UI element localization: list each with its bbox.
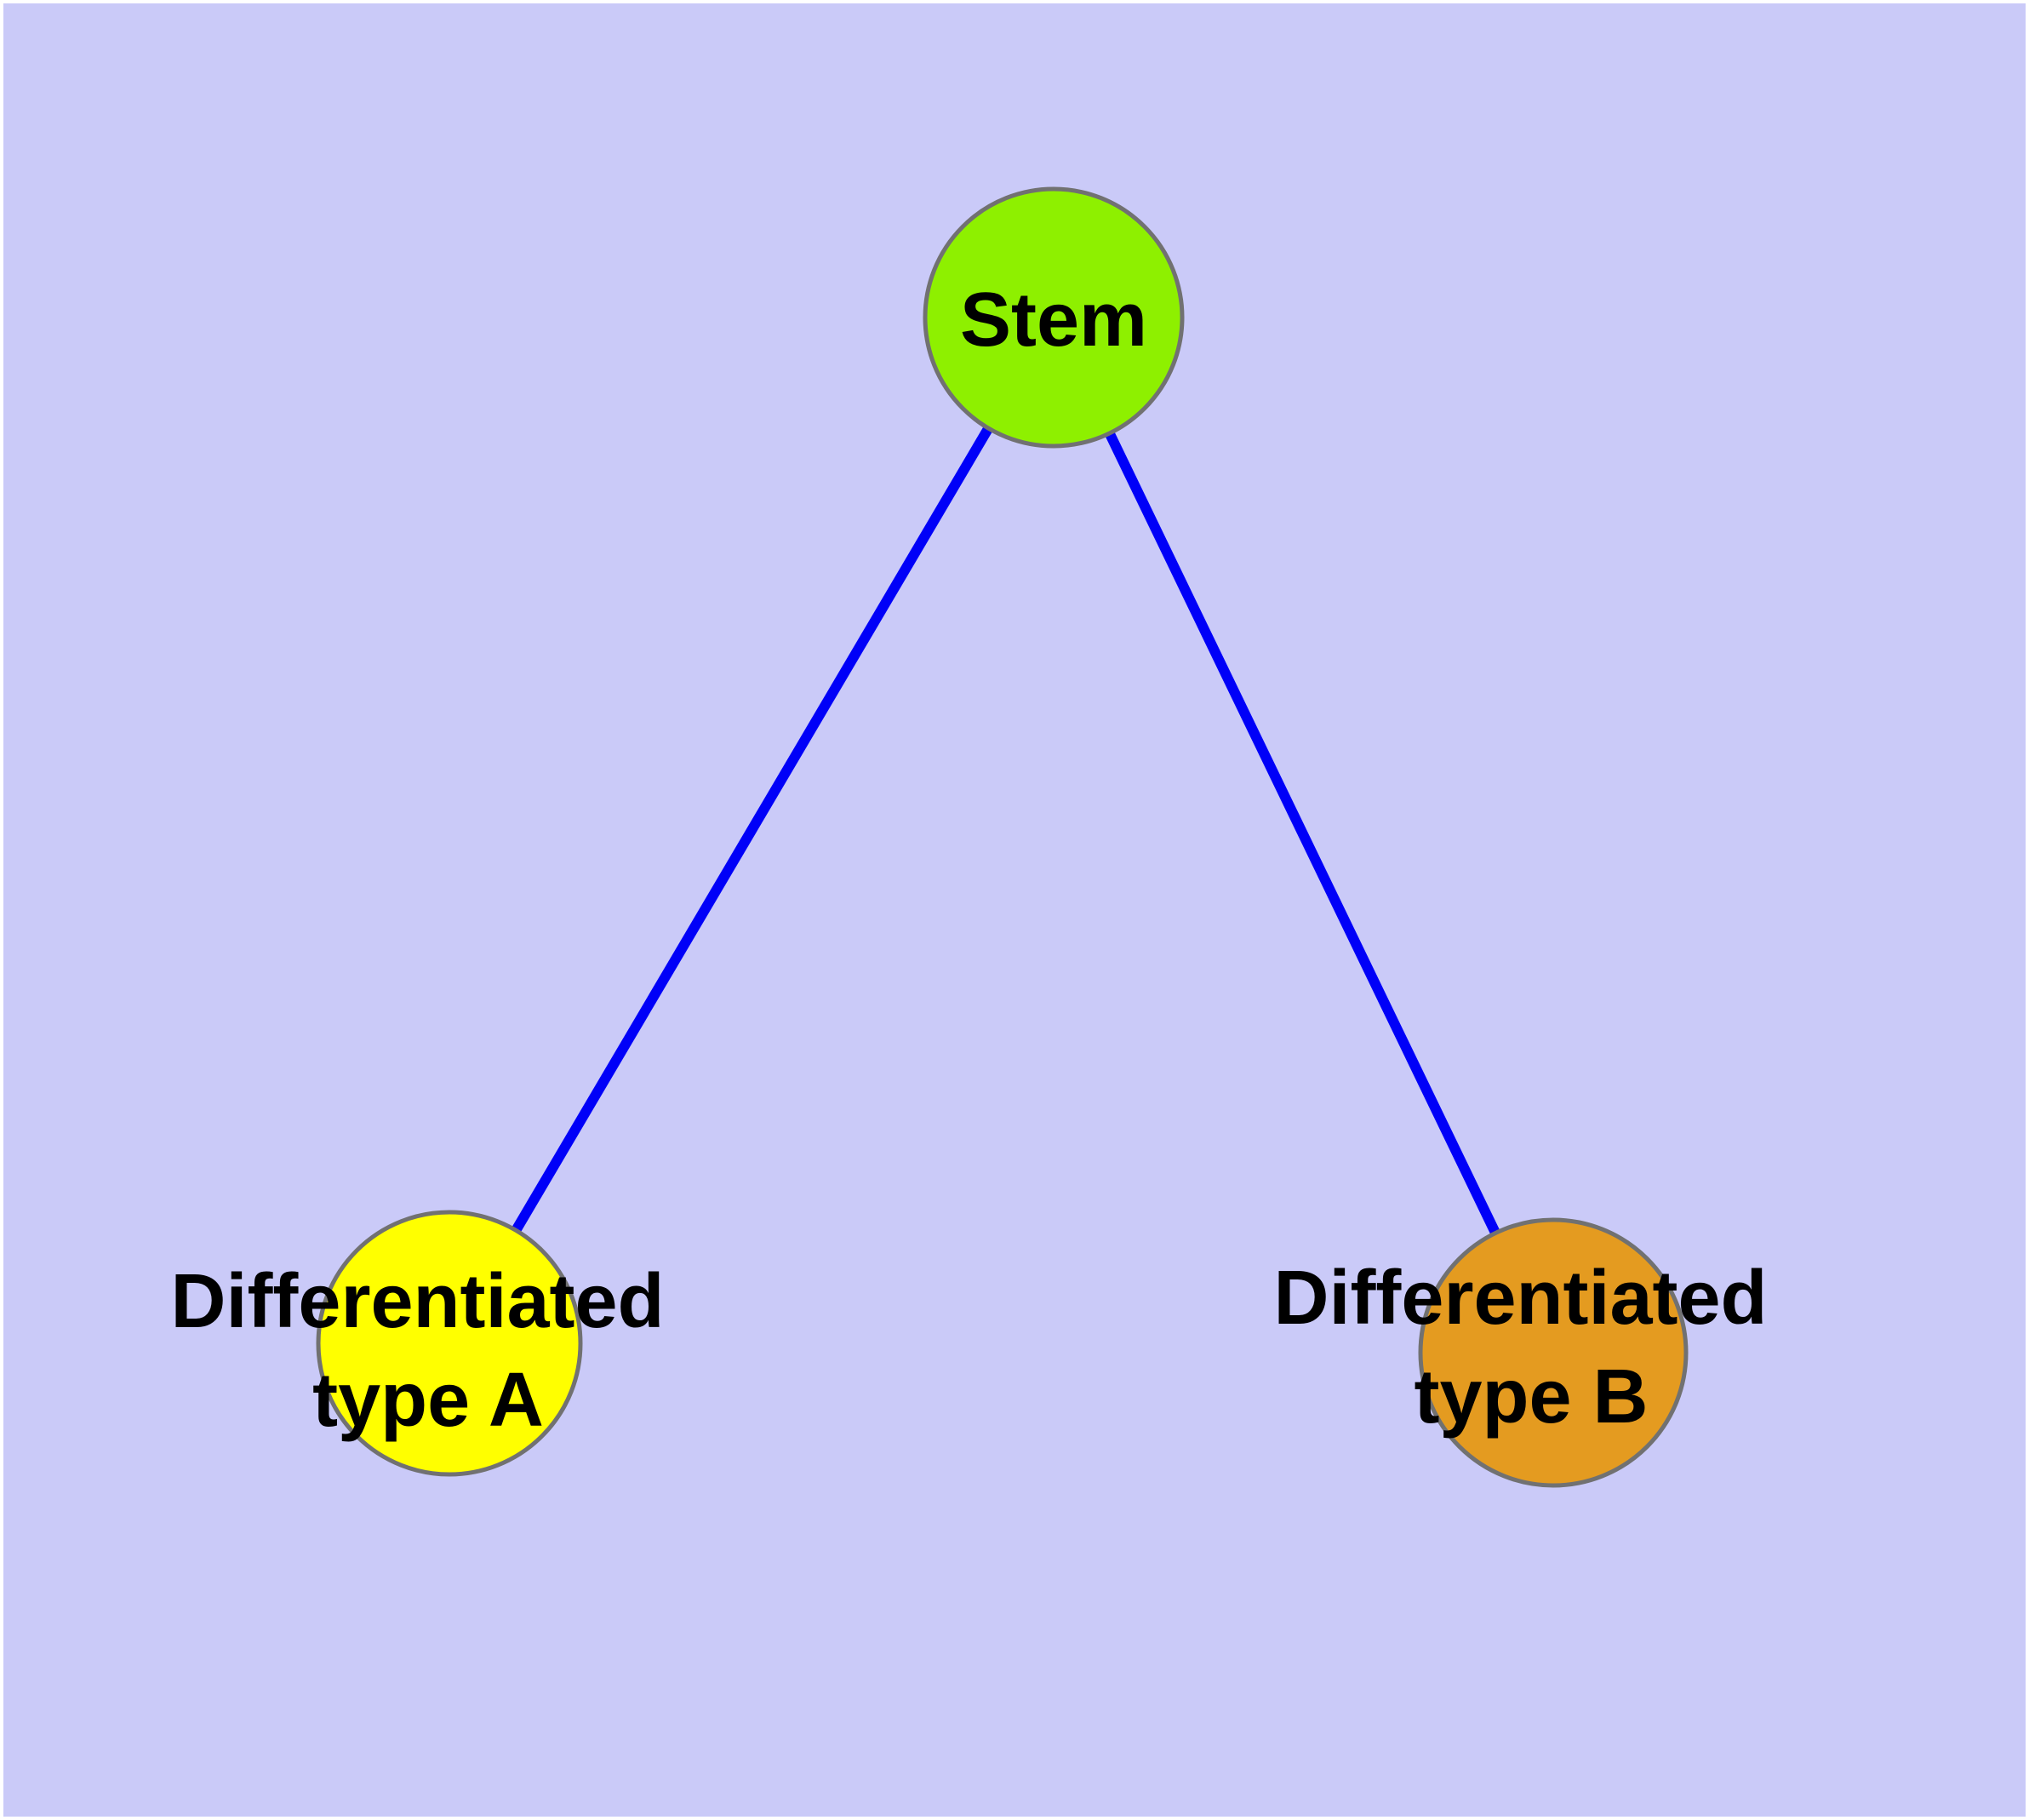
- node-differentiated-type-b-circle: [1418, 1217, 1689, 1488]
- node-stem-label: Stem: [960, 278, 1147, 363]
- node-differentiated-type-a-label-line2: type A: [312, 1358, 544, 1443]
- node-differentiated-type-b[interactable]: [1418, 1217, 1689, 1488]
- node-differentiated-type-b-label-line1: Differentiated: [1273, 1256, 1767, 1341]
- node-stem[interactable]: [923, 186, 1185, 449]
- node-differentiated-type-a[interactable]: [316, 1210, 583, 1477]
- edge-layer: [444, 314, 1558, 1355]
- node-differentiated-type-a-circle: [316, 1210, 583, 1477]
- node-differentiated-type-b-label-line2: type B: [1414, 1354, 1648, 1439]
- edge-stem-to-typeA: [444, 314, 1059, 1347]
- node-stem-circle: [923, 186, 1185, 449]
- node-differentiated-type-a-label: Differentiated type A: [170, 1259, 685, 1443]
- node-differentiated-type-a-label-line1: Differentiated: [170, 1259, 664, 1344]
- edge-stem-to-typeB: [1049, 315, 1558, 1355]
- node-differentiated-type-b-label: Differentiated type B: [1273, 1256, 1788, 1439]
- label-layer: Stem Differentiated type A Differentiate…: [170, 278, 1788, 1443]
